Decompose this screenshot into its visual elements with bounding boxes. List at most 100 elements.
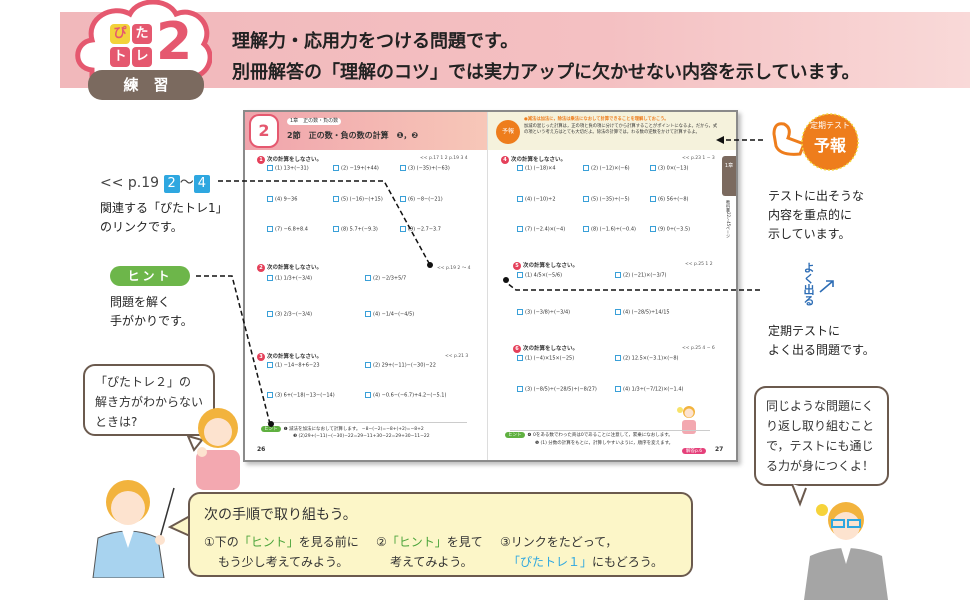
exercise-item[interactable]: (2) 29+(−11)−(−30)−22	[365, 362, 436, 369]
forecast-body: 加減の混じった計算は，正の項と負の項に分けてから計算することがポイントになるよ。…	[524, 123, 718, 136]
question-4-prompt: 次の計算をしなさい。	[511, 157, 567, 163]
forecast-badge-icon	[772, 113, 859, 171]
exercise-item[interactable]: (1) 4/5×(−5/6)	[517, 272, 562, 279]
exercise-item[interactable]: (5) (−35)÷(−5)	[583, 196, 630, 203]
text-line: 解き方がわからない	[95, 395, 204, 409]
exercise-item[interactable]: (9) 0÷(−3.5)	[650, 226, 690, 233]
exercise-item[interactable]: (4) (−10)÷2	[517, 196, 556, 203]
exercise-item[interactable]: (4) −0.6−(−6.7)+4.2−(−5.1)	[365, 392, 446, 399]
exercise-item[interactable]: (3) 2/3−(−3/4)	[267, 311, 312, 318]
ref-page: << p.19	[100, 175, 160, 191]
arrow-up-right-icon	[819, 280, 834, 293]
hint-highlight: 「ヒント」	[386, 535, 447, 549]
question-4-ref: << p.23 1 − 3	[682, 156, 715, 161]
exercise-item[interactable]: (4) 9−36	[267, 196, 297, 203]
steps-title: 次の手順で取り組もう。	[204, 507, 357, 523]
question-1-prompt: 次の計算をしなさい。	[267, 157, 323, 163]
step-1: ①下の「ヒント」を見る前に もう少し考えてみよう。	[204, 532, 359, 572]
exercise-item[interactable]: (6) 56÷(−8)	[650, 196, 689, 203]
link-reference-example: << p.19 2～4	[100, 172, 211, 193]
question-6-prompt: 次の計算をしなさい。	[523, 346, 579, 352]
side-page-range: 教科書22〜45ページ	[726, 200, 731, 239]
text-line: テストに出そうな	[768, 189, 865, 203]
teacher-man-illustration	[92, 480, 175, 578]
exercise-item[interactable]: (6) −8−(−21)	[400, 196, 443, 203]
logo-char: た	[132, 24, 152, 44]
exercise-item[interactable]: (3) 0×(−13)	[650, 165, 689, 172]
text-line: 内容を重点的に	[768, 208, 853, 222]
text-line: のリンクです。	[100, 220, 183, 234]
text-line: 示しています。	[768, 227, 851, 241]
ref-separator: ～	[179, 175, 194, 191]
step-text: ③リンクをたどって，	[500, 535, 618, 549]
exercise-item[interactable]: (4) 1/3÷(−7/12)×(−1.4)	[615, 386, 683, 393]
exercise-item[interactable]: (4) −1/4−(−4/5)	[365, 311, 414, 318]
hint-chip: ヒント	[505, 432, 525, 438]
step-text: にもどろう。	[592, 555, 664, 569]
question-5-ref: << p.25 1 2	[685, 262, 713, 267]
hint-text: ❹ 0をある数でわった商は0であることに注意して，累乗になおします。	[527, 433, 673, 438]
exercise-item[interactable]: (1) (−18)×4	[517, 165, 556, 172]
forecast-title: ●減法は加法に，除法は乗法になおして計算できることを理解しておこう。	[524, 117, 669, 122]
question-6-ref: << p.25 4 − 6	[682, 346, 715, 351]
exercise-item[interactable]: (7) −6.8+8.4	[267, 226, 308, 233]
exercise-item[interactable]: (7) (−2.4)×(−4)	[517, 226, 565, 233]
exercise-item[interactable]: (8) (−1.6)÷(−0.4)	[583, 226, 636, 233]
step-text: ②	[376, 535, 387, 549]
exercise-item[interactable]: (1) −14−8+6−23	[267, 362, 320, 369]
link-highlight: 「ぴたトレ１」	[508, 555, 593, 569]
exercise-item[interactable]: (1) 1/3+(−3/4)	[267, 275, 312, 282]
student-girl-illustration	[186, 408, 240, 490]
question-2-ref: << p.19 2 〜 4	[437, 266, 471, 271]
hint-badge: ヒント	[110, 266, 190, 286]
forecast-badge-top: 定期テスト	[810, 121, 850, 130]
bubble-tail	[168, 515, 191, 537]
exercise-item[interactable]: (2) 12.5×(−3.1)×(−8)	[615, 355, 679, 362]
hint-divider	[510, 430, 710, 431]
step-3: ③リンクをたどって， 「ぴたトレ１」にもどろう。	[500, 532, 663, 572]
logo-number: 2	[156, 12, 193, 72]
exercise-item[interactable]: (9) −2.7−3.7	[400, 226, 441, 233]
exercise-item[interactable]: (8) 5.7+(−9.3)	[333, 226, 378, 233]
question-3-ref: << p.21 3	[445, 354, 469, 359]
exercise-item[interactable]: (2) −19+(+44)	[333, 165, 379, 172]
left-page-header: 2 1章 正の数・負の数 2節 正の数・負の数の計算 ❶，❷	[245, 112, 487, 150]
book-spine	[487, 112, 488, 460]
exercise-item[interactable]: (1) (−4)×15×(−25)	[517, 355, 574, 362]
logo-char: ト	[110, 47, 130, 67]
answer-page-badge[interactable]: 解答p.6	[682, 448, 707, 454]
chapter-side-tab[interactable]: 1章	[722, 156, 736, 196]
mini-forecast-badge: 予報	[496, 120, 520, 144]
header-line-1: 理解力・応用力をつける問題です。	[232, 31, 519, 52]
exercise-item[interactable]: (3) (−3/8)÷(−3/4)	[517, 309, 570, 316]
text-line: で，テストにも通じ	[766, 439, 874, 453]
section-title: 2節 正の数・負の数の計算 ❶，❷	[287, 131, 419, 140]
exercise-item[interactable]: (2) (−12)×(−6)	[583, 165, 630, 172]
frequent-mark-label: よく出る	[802, 262, 815, 306]
exercise-item[interactable]: (2) (−21)×(−3/7)	[615, 272, 666, 279]
exercise-item[interactable]: (2) −2/3+5/7	[365, 275, 406, 282]
exercise-item[interactable]: (3) 6+(−18)−13−(−14)	[267, 392, 335, 399]
exercise-item[interactable]: (3) (−35)+(−63)	[400, 165, 450, 172]
chapter-label: 1章 正の数・負の数	[287, 118, 342, 125]
text-line: 問題を解く	[110, 295, 171, 309]
textbook-spread: 2 1章 正の数・負の数 2節 正の数・負の数の計算 ❶，❷ 予報 ●減法は加法…	[243, 110, 738, 462]
exercise-item[interactable]: (3) (−8/5)÷(−28/5)÷(−8/27)	[517, 386, 597, 393]
question-2-prompt: 次の計算をしなさい。	[267, 265, 323, 271]
text-line: よく出る問題です。	[768, 343, 875, 357]
teacher-speech-bubble: 同じような問題にく り返し取り組むこと で，テストにも通じ る力が身につくよ！	[754, 386, 889, 486]
link-description: 関連する「ぴたトレ1」 のリンクです。	[100, 199, 228, 237]
hint-description: 問題を解く 手がかりです。	[110, 293, 193, 331]
text-line: ときは?	[95, 415, 138, 429]
exercise-item[interactable]: (1) 13+(−31)	[267, 165, 309, 172]
forecast-badge-main: 予報	[813, 136, 846, 155]
header-banner	[60, 12, 970, 88]
exercise-item[interactable]: (5) (−16)−(+15)	[333, 196, 383, 203]
ref-to-box: 4	[193, 175, 211, 193]
exercise-item[interactable]: (4) (−28/5)÷14/15	[615, 309, 670, 316]
steps-speech-bubble: 次の手順で取り組もう。 ①下の「ヒント」を見る前に もう少し考えてみよう。 ②「…	[188, 492, 693, 577]
student-speech-bubble: 「ぴたトレ２」の 解き方がわからない ときは?	[83, 364, 215, 436]
hint-text: ❶ 減法を加法になおして計算します。 −8−(−2)=−8+(+2)=−8+2	[283, 427, 424, 432]
forecast-description: テストに出そうな 内容を重点的に 示しています。	[768, 187, 864, 244]
